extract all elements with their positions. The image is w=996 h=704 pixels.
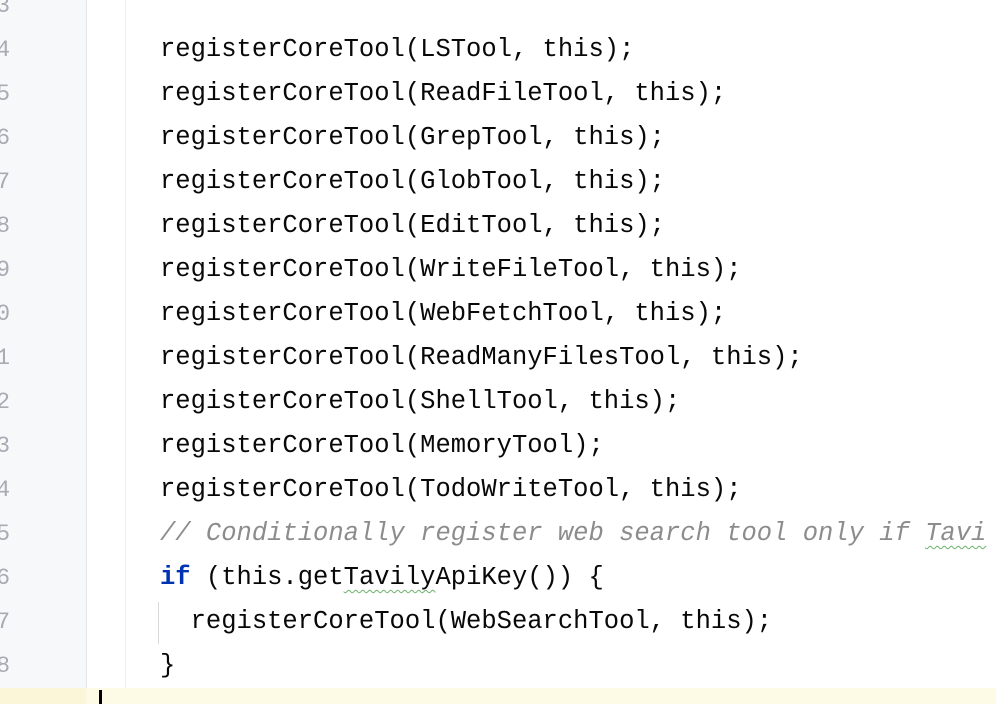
line-number: 8 [0, 653, 10, 679]
code-text: registerCoreTool(ReadFileTool, this); [160, 79, 727, 108]
code-text: registerCoreTool(WriteFileTool, this); [160, 255, 742, 284]
editor-line[interactable]: 5 registerCoreTool(ReadFileTool, this); [0, 72, 996, 116]
line-number: 0 [0, 301, 10, 327]
line-number: 3 [0, 0, 10, 19]
code-text: registerCoreTool(LSTool, this); [160, 35, 635, 64]
typo-text: Tavily [343, 563, 436, 592]
line-number: 7 [0, 609, 10, 635]
comment-text: // Conditionally register web search too… [160, 519, 926, 548]
editor-line[interactable]: 8} [0, 644, 996, 688]
current-line-highlight [0, 688, 996, 704]
code-text: // Conditionally register web search too… [160, 512, 986, 556]
editor-line[interactable]: 2 registerCoreTool(ShellTool, this); [0, 380, 996, 424]
code-text: registerCoreTool(GlobTool, this); [160, 167, 665, 196]
editor-line[interactable]: 4 registerCoreTool(TodoWriteTool, this); [0, 468, 996, 512]
line-number: 2 [0, 389, 10, 415]
editor-line[interactable]: 0 registerCoreTool(WebFetchTool, this); [0, 292, 996, 336]
code-text: registerCoreTool(TodoWriteTool, this); [160, 475, 742, 504]
editor-line[interactable]: 7 registerCoreTool(GlobTool, this); [0, 160, 996, 204]
text-caret [99, 690, 102, 704]
code-text: if (this.getTavilyApiKey()) { [160, 556, 604, 600]
line-number: 1 [0, 345, 10, 371]
code-text: registerCoreTool(ReadManyFilesTool, this… [160, 343, 803, 372]
editor-line[interactable]: 6 if (this.getTavilyApiKey()) { [0, 556, 996, 600]
comment-typo-text: Tavi [925, 519, 987, 548]
editor-line[interactable]: 4 registerCoreTool(LSTool, this); [0, 28, 996, 72]
editor-line[interactable]: 9 registerCoreTool(WriteFileTool, this); [0, 248, 996, 292]
line-number: 4 [0, 37, 10, 63]
editor-line[interactable]: 6 registerCoreTool(GrepTool, this); [0, 116, 996, 160]
line-number: 7 [0, 169, 10, 195]
code-text: registerCoreTool(GrepTool, this); [160, 123, 665, 152]
line-number: 9 [0, 257, 10, 283]
code-text: registerCoreTool(ShellTool, this); [160, 387, 681, 416]
code-text: registerCoreTool(WebFetchTool, this); [160, 299, 727, 328]
line-number: 4 [0, 477, 10, 503]
editor-line[interactable]: 1 registerCoreTool(ReadManyFilesTool, thi… [0, 336, 996, 380]
keyword-if: if [160, 563, 191, 592]
code-text: } [160, 651, 176, 680]
code-text: registerCoreTool(EditTool, this); [160, 211, 665, 240]
editor-line[interactable]: 3 [0, 0, 996, 28]
code-text: ApiKey()) { [435, 563, 604, 592]
line-number: 6 [0, 565, 10, 591]
editor-line[interactable]: 3 registerCoreTool(MemoryTool); [0, 424, 996, 468]
code-text: registerCoreTool(MemoryTool); [160, 431, 604, 460]
line-number: 3 [0, 433, 10, 459]
code-text: registerCoreTool(WebSearchTool, this); [160, 607, 773, 636]
line-number: 5 [0, 81, 10, 107]
editor-line[interactable]: 8 registerCoreTool(EditTool, this); [0, 204, 996, 248]
line-number-gutter [0, 0, 87, 704]
current-line-gutter-highlight [0, 688, 86, 704]
editor-line[interactable]: 5 // Conditionally register web search to… [0, 512, 996, 556]
line-number: 8 [0, 213, 10, 239]
line-number: 6 [0, 125, 10, 151]
fold-gutter [87, 0, 126, 704]
line-number: 5 [0, 521, 10, 547]
editor-line[interactable]: 7 registerCoreTool(WebSearchTool, this); [0, 600, 996, 644]
indent-guide [158, 602, 159, 644]
code-text: (this.get [190, 563, 344, 592]
